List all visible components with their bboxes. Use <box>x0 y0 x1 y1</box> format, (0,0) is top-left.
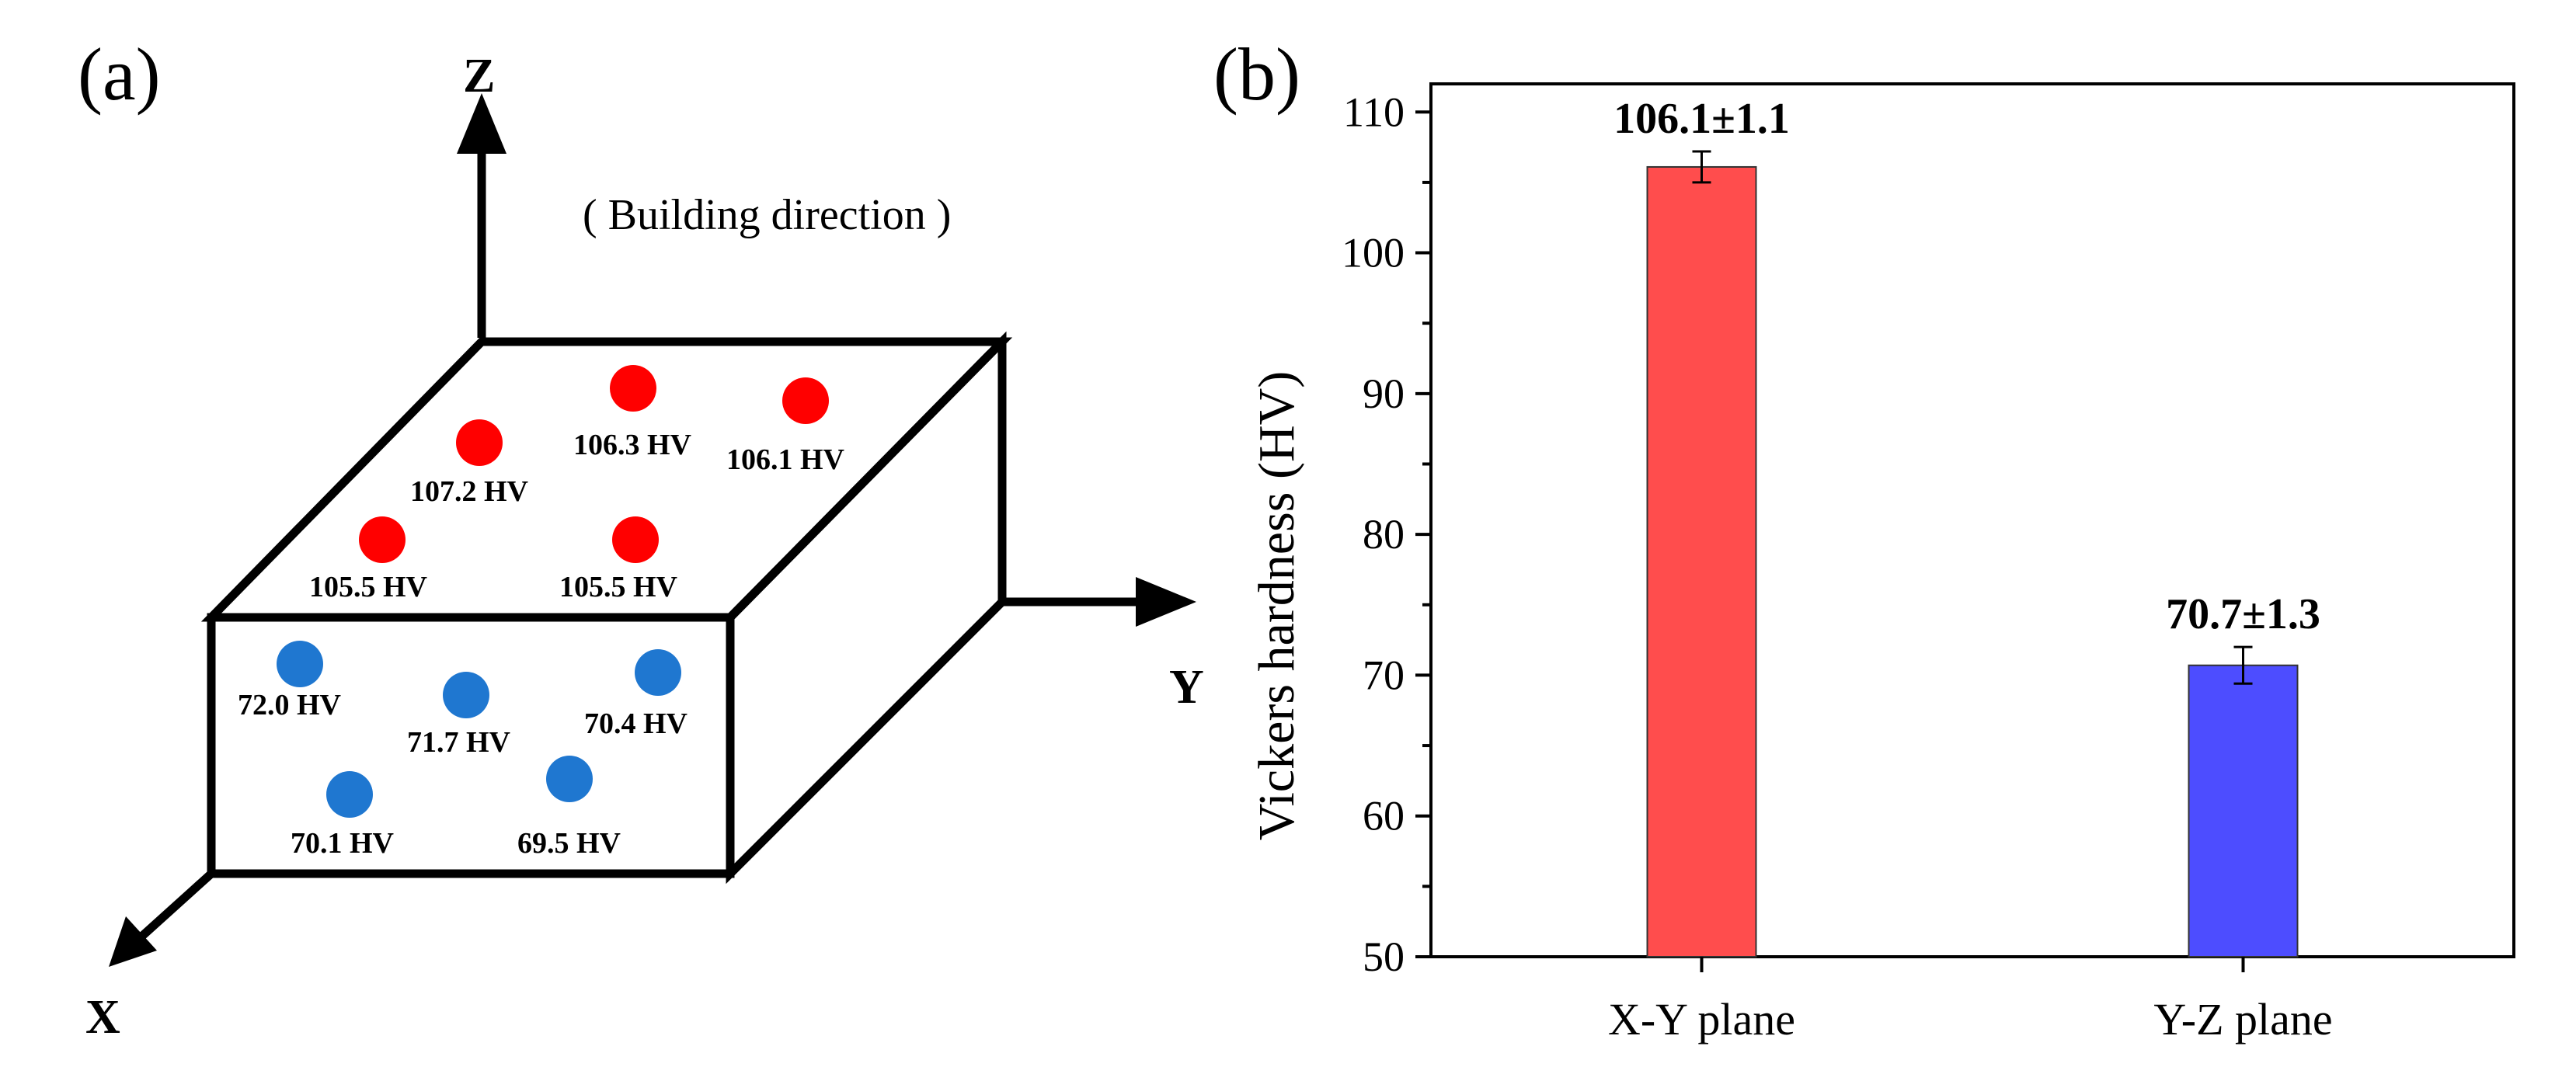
panel-a-schematic: (a) Z ( Building direction ) Y X 106.3 H… <box>78 33 1204 1044</box>
panel-a-label: (a) <box>78 33 161 116</box>
panel-b-chart: (b) Vickers hardness (HV) 50 60 70 80 90 100 1… <box>1213 33 2515 1045</box>
top-point-dot <box>359 516 406 563</box>
y-tick-label: 80 <box>1363 511 1405 558</box>
front-point-dot <box>277 641 323 687</box>
x-axis-arrowhead <box>109 916 157 967</box>
bar-data-label: 70.7±1.3 <box>2166 590 2320 638</box>
top-point-dot <box>612 516 659 563</box>
front-point-dot <box>546 756 593 802</box>
x-axis-line <box>137 870 214 942</box>
front-point-label: 70.4 HV <box>584 707 688 740</box>
y-axis-label: Y <box>1169 661 1204 714</box>
front-face-points: 72.0 HV 71.7 HV 70.4 HV 70.1 HV 69.5 HV <box>238 641 688 860</box>
y-axis-arrowhead <box>1136 577 1196 627</box>
z-axis-label: Z <box>463 50 495 103</box>
top-point-label: 106.1 HV <box>726 443 845 476</box>
y-tick-label: 70 <box>1363 652 1405 698</box>
top-face-points: 106.3 HV 106.1 HV 107.2 HV 105.5 HV 105.… <box>309 365 845 603</box>
block-side-face <box>726 331 1007 885</box>
bar <box>1646 165 1757 958</box>
bar <box>2188 664 2299 958</box>
plot-frame <box>1429 82 2515 958</box>
panel-b-label: (b) <box>1213 33 1300 116</box>
y-tick-label: 60 <box>1363 793 1405 839</box>
bars: 106.1±1.1 70.7±1.3 <box>1613 95 2320 958</box>
front-point-label: 70.1 HV <box>291 827 395 860</box>
top-point-dot <box>456 419 503 466</box>
y-tick-label: 100 <box>1342 230 1405 276</box>
y-axis-title: Vickers hardness (HV) <box>1248 371 1305 841</box>
front-point-dot <box>635 649 681 696</box>
front-point-label: 69.5 HV <box>517 827 621 860</box>
x-axis-tick-labels: X-Y plane Y-Z plane <box>1608 957 2333 1045</box>
y-tick-label: 90 <box>1363 370 1405 417</box>
top-point-dot <box>610 365 656 412</box>
top-point-dot <box>782 377 829 424</box>
y-tick-label: 110 <box>1343 89 1405 135</box>
front-point-label: 71.7 HV <box>407 726 511 759</box>
x-axis-label: X <box>85 991 120 1044</box>
y-axis-ticks: 50 60 70 80 90 100 110 <box>1342 89 1431 980</box>
front-point-dot <box>326 771 373 818</box>
front-point-label: 72.0 HV <box>238 689 342 721</box>
x-tick-label: X-Y plane <box>1608 994 1795 1045</box>
sample-block <box>200 331 1013 885</box>
z-axis-arrowhead <box>457 93 506 154</box>
top-point-label: 105.5 HV <box>309 571 428 603</box>
building-direction-note: ( Building direction ) <box>583 191 951 239</box>
top-point-label: 107.2 HV <box>410 475 529 508</box>
bar-data-label: 106.1±1.1 <box>1613 95 1790 143</box>
top-point-label: 105.5 HV <box>559 571 678 603</box>
y-tick-label: 50 <box>1363 933 1405 980</box>
front-point-dot <box>443 672 489 718</box>
top-point-label: 106.3 HV <box>573 429 692 461</box>
x-tick-label: Y-Z plane <box>2153 994 2332 1045</box>
